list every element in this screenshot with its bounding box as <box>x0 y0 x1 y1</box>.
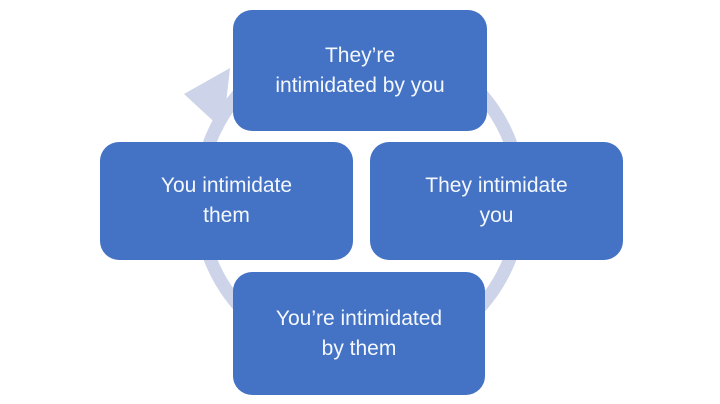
cycle-node-right-label: They intimidate you <box>425 174 568 227</box>
cycle-node-bottom-label: You’re intimidated by them <box>275 306 443 360</box>
cycle-node-right: They intimidate you <box>370 142 623 260</box>
cycle-node-left-label: You intimidate them <box>160 174 293 227</box>
cycle-node-left: You intimidate them <box>100 142 353 260</box>
cycle-arrow-head-icon <box>184 68 230 130</box>
cycle-node-top: They’re intimidated by you <box>233 10 487 131</box>
cycle-node-bottom: You’re intimidated by them <box>233 272 485 395</box>
cycle-node-top-label: They’re intimidated by you <box>275 43 445 97</box>
